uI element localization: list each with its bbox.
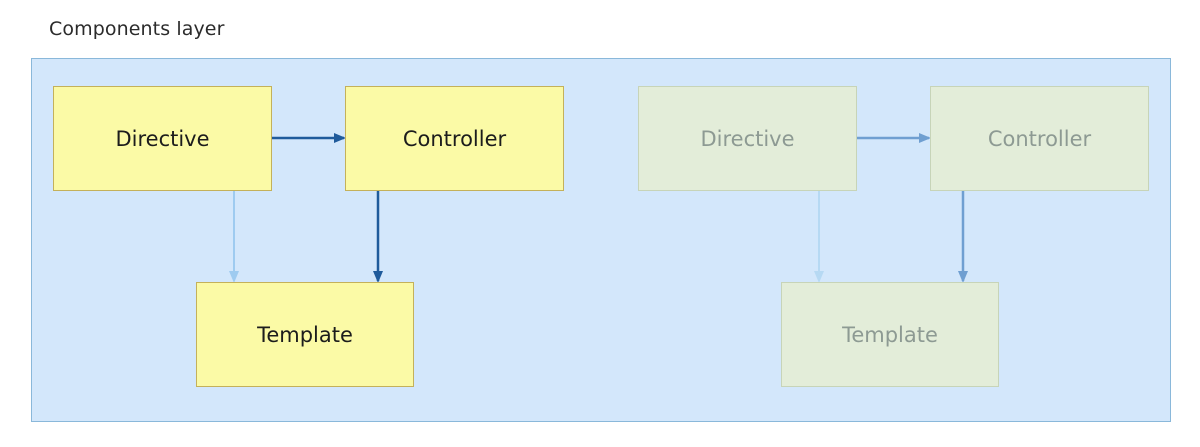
node-controller: Controller <box>345 86 564 191</box>
node-directive-faded-label: Directive <box>700 126 795 151</box>
node-template-faded-label: Template <box>842 322 938 347</box>
node-controller-faded: Controller <box>930 86 1149 191</box>
node-template-faded: Template <box>781 282 999 387</box>
node-directive-label: Directive <box>115 126 210 151</box>
node-directive-faded: Directive <box>638 86 857 191</box>
node-template: Template <box>196 282 414 387</box>
node-template-label: Template <box>257 322 353 347</box>
node-controller-label: Controller <box>402 126 507 151</box>
layer-title: Components layer <box>49 18 225 40</box>
node-controller-faded-label: Controller <box>987 126 1092 151</box>
node-directive: Directive <box>53 86 272 191</box>
